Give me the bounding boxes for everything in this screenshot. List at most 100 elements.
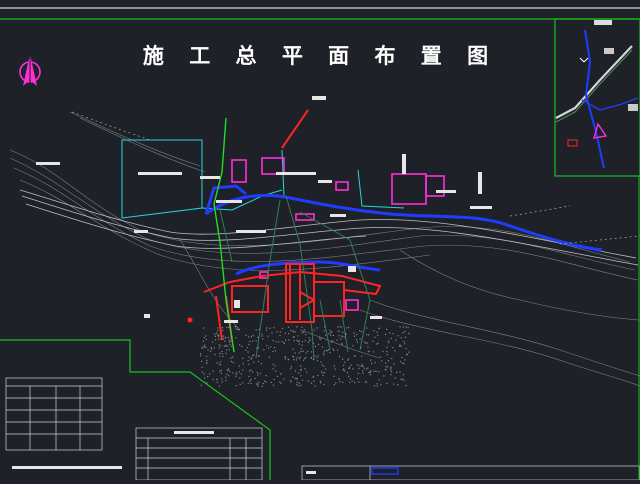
terrain-dot <box>365 381 367 384</box>
terrain-dot <box>362 372 364 374</box>
terrain-dot <box>214 353 216 356</box>
terrain-dot <box>403 340 405 343</box>
terrain-dot <box>354 381 356 384</box>
north-arrow-icon <box>19 54 41 86</box>
terrain-dot <box>351 380 353 382</box>
terrain-dot <box>242 382 244 384</box>
terrain-dot <box>368 350 370 352</box>
terrain-dot <box>251 371 254 373</box>
legend-table <box>5 377 122 469</box>
terrain-dot <box>298 382 300 384</box>
terrain-dot <box>361 355 363 357</box>
terrain-dot <box>346 327 348 329</box>
terrain-dot <box>380 384 382 386</box>
terrain-dot <box>258 328 260 330</box>
terrain-dot <box>250 379 252 381</box>
terrain-dot <box>382 350 384 353</box>
terrain-dot <box>276 331 278 333</box>
terrain-dot <box>270 381 273 383</box>
terrain-dot <box>323 330 325 332</box>
terrain-dot <box>374 336 376 338</box>
terrain-dot <box>316 360 319 362</box>
terrain-dot <box>230 357 232 359</box>
terrain-dot <box>317 343 320 345</box>
terrain-dot <box>379 356 382 358</box>
terrain-dot <box>294 377 296 379</box>
terrain-dot <box>310 356 312 359</box>
terrain-dot <box>220 369 222 372</box>
terrain-dot <box>257 385 259 387</box>
terrain-dot <box>404 331 406 333</box>
terrain-dot <box>273 327 275 329</box>
terrain-dot <box>248 375 250 377</box>
terrain-dot <box>357 372 359 375</box>
terrain-dot <box>256 383 258 385</box>
terrain-dot <box>204 377 206 379</box>
terrain-dot <box>228 339 230 341</box>
terrain-dot <box>216 381 218 383</box>
terrain-dot <box>232 372 234 374</box>
terrain-dot <box>405 348 407 350</box>
terrain-dot <box>248 343 250 345</box>
terrain-dot <box>292 376 294 378</box>
terrain-dot <box>345 333 347 335</box>
terrain-dot <box>364 341 366 343</box>
terrain-dot <box>248 356 250 358</box>
terrain-dot <box>218 344 220 346</box>
terrain-dot <box>402 332 404 334</box>
terrain-dot <box>388 341 390 344</box>
terrain-dot <box>221 381 223 383</box>
terrain-dot <box>369 370 372 372</box>
terrain-dot <box>316 327 318 329</box>
terrain-dot <box>239 383 241 385</box>
terrain-dot <box>309 339 311 341</box>
terrain-dot <box>385 365 387 368</box>
terrain-dot <box>235 375 237 377</box>
terrain-dot <box>329 329 331 331</box>
terrain-dot <box>200 353 202 355</box>
terrain-dot <box>222 355 224 357</box>
terrain-dot <box>226 326 228 329</box>
terrain-dot <box>389 332 391 334</box>
terrain-dot <box>300 348 302 350</box>
terrain-dot <box>352 345 354 347</box>
terrain-dot <box>284 356 286 358</box>
terrain-dot <box>268 347 270 349</box>
terrain-dot <box>401 356 403 359</box>
terrain-dot <box>381 360 383 362</box>
terrain-dot <box>221 378 223 380</box>
terrain-dot <box>390 337 392 339</box>
terrain-dot <box>322 372 324 374</box>
terrain-dot <box>222 338 224 340</box>
terrain-dot <box>302 350 304 352</box>
terrain-dot <box>260 363 263 365</box>
terrain-dot <box>391 357 393 360</box>
terrain-dot <box>322 374 324 376</box>
terrain-dot <box>307 380 309 382</box>
terrain-dot <box>296 326 298 328</box>
terrain-dot <box>245 349 247 351</box>
highway <box>19 189 639 266</box>
terrain-dot <box>405 385 407 387</box>
terrain-dot <box>332 334 334 336</box>
scatter-terrain <box>200 326 410 388</box>
terrain-dot <box>200 355 202 357</box>
terrain-dot <box>325 368 327 370</box>
terrain-dot <box>228 375 230 377</box>
terrain-dot <box>317 374 319 377</box>
terrain-dot <box>247 359 249 362</box>
terrain-dot <box>237 329 239 331</box>
terrain-dot <box>301 379 303 381</box>
terrain-dot <box>399 344 401 346</box>
terrain-dot <box>285 339 287 341</box>
terrain-dot <box>330 332 332 334</box>
terrain-dot <box>347 358 350 360</box>
terrain-dot <box>206 359 208 361</box>
terrain-dot <box>292 355 294 357</box>
terrain-dot <box>399 345 401 347</box>
terrain-dot <box>400 345 402 347</box>
terrain-dot <box>383 375 385 377</box>
terrain-dot <box>372 340 374 342</box>
terrain-dot <box>386 328 388 330</box>
